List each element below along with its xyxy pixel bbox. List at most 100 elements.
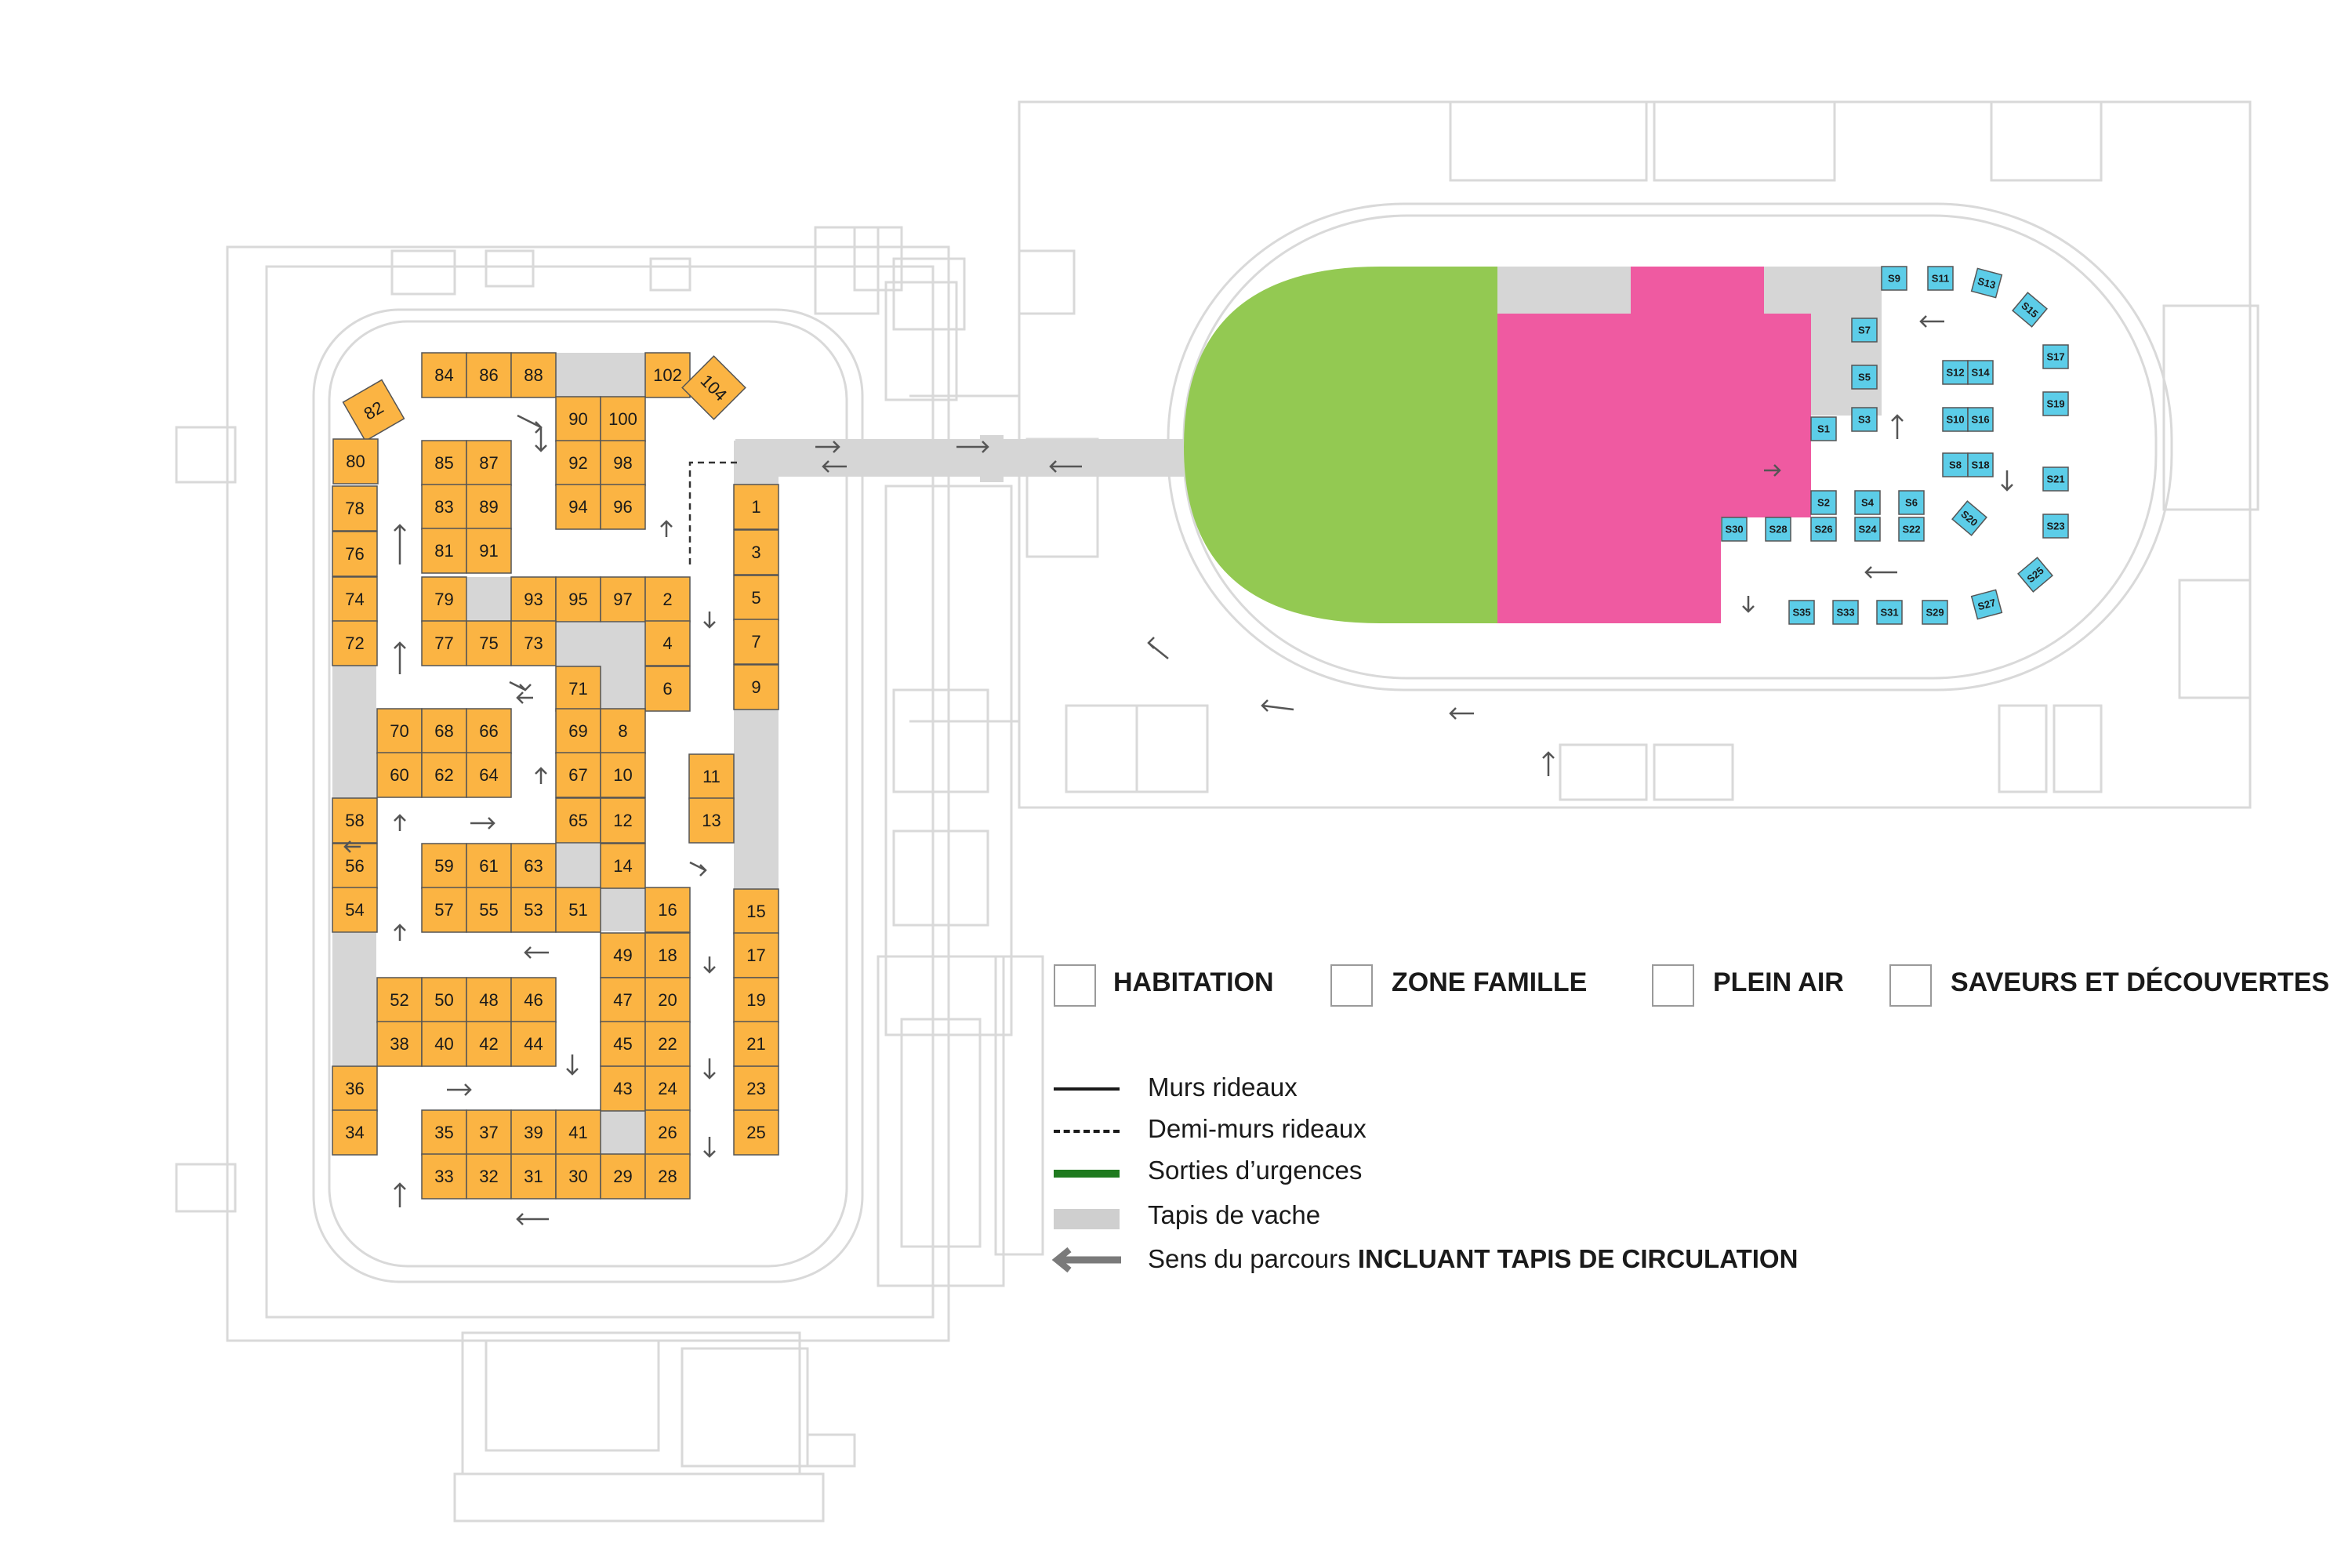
booth-94-label: 94	[568, 497, 587, 517]
booth-95: 95	[555, 576, 601, 622]
booth-87-label: 87	[479, 453, 498, 473]
booth-67-box	[555, 752, 601, 798]
booth-60: 60	[376, 752, 423, 798]
booth-14-box	[600, 843, 646, 889]
booth-s33-box	[1832, 600, 1859, 625]
booth-42-label: 42	[479, 1034, 498, 1054]
booth-38: 38	[376, 1021, 423, 1067]
booth-s22: S22	[1898, 517, 1925, 542]
booth-100-box	[600, 396, 646, 442]
booth-s15-box	[2012, 292, 2048, 328]
booth-s25-box	[2017, 557, 2053, 593]
route-arrow-head-10	[394, 924, 406, 931]
booth-15-box	[733, 888, 779, 935]
booth-77-label: 77	[434, 633, 453, 653]
booth-66: 66	[466, 708, 512, 754]
route-arrow-head-28	[1449, 707, 1457, 720]
booth-97: 97	[600, 576, 646, 622]
booth-70-label: 70	[390, 721, 408, 741]
route-arrow-head-29	[1542, 751, 1555, 759]
booth-102-box	[644, 352, 691, 398]
booth-44-box	[510, 1021, 557, 1067]
booth-12-box	[600, 797, 646, 844]
booth-s22-box	[1898, 517, 1925, 542]
booth-2-label: 2	[662, 590, 672, 609]
booth-80-box	[332, 438, 379, 485]
booth-96: 96	[600, 484, 646, 530]
booth-5-box	[733, 575, 779, 621]
booth-63: 63	[510, 843, 557, 889]
booth-50: 50	[421, 977, 467, 1023]
booth-102-label: 102	[653, 365, 682, 385]
booth-s14-box	[1967, 360, 1994, 385]
booth-71-label: 71	[568, 679, 587, 699]
booth-11-label: 11	[702, 767, 720, 786]
booth-32-label: 32	[479, 1167, 498, 1186]
booth-79-box	[421, 576, 467, 622]
booth-2: 2	[644, 576, 691, 622]
booth-84-label: 84	[434, 365, 453, 385]
route-arrow-head-1	[535, 445, 547, 452]
booth-82-box	[342, 379, 405, 442]
half-wall-dashed	[688, 461, 737, 564]
booth-3: 3	[733, 529, 779, 575]
booth-47: 47	[600, 977, 646, 1023]
booth-77-box	[421, 620, 467, 666]
booth-39: 39	[510, 1109, 557, 1156]
booth-s29-box	[1922, 600, 1948, 625]
route-arrow-27	[1261, 704, 1294, 711]
booth-s8-label: S8	[1949, 459, 1962, 471]
booth-89-label: 89	[479, 497, 498, 517]
booth-63-box	[510, 843, 557, 889]
booth-54-label: 54	[345, 900, 364, 920]
route-arrow-head-19	[703, 1150, 716, 1158]
booth-s1: S1	[1810, 416, 1837, 441]
booth-s19: S19	[2042, 391, 2069, 416]
booth-s2-box	[1810, 490, 1837, 515]
booth-s7-label: S7	[1858, 325, 1871, 336]
booth-24-box	[644, 1065, 691, 1112]
booth-42: 42	[466, 1021, 512, 1067]
booth-46-label: 46	[524, 990, 543, 1010]
booth-46: 46	[510, 977, 557, 1023]
booth-52-box	[376, 977, 423, 1023]
route-arrow-head-35	[1742, 605, 1755, 613]
booth-s16: S16	[1967, 407, 1994, 432]
route-arrow-head-25	[1049, 460, 1057, 473]
booth-55-label: 55	[479, 900, 498, 920]
booth-9-box	[733, 664, 779, 710]
booth-s19-box	[2042, 391, 2069, 416]
booth-23-label: 23	[746, 1079, 765, 1098]
booth-s26: S26	[1810, 517, 1837, 542]
route-arrow-head-33	[2001, 484, 2013, 492]
booth-48-label: 48	[479, 990, 498, 1010]
booth-40-label: 40	[434, 1034, 453, 1054]
booth-37: 37	[466, 1109, 512, 1156]
booth-38-box	[376, 1021, 423, 1067]
booth-62-label: 62	[434, 765, 453, 785]
booth-100: 100	[600, 396, 646, 442]
booth-92-label: 92	[568, 453, 587, 473]
booth-s35: S35	[1788, 600, 1815, 625]
booth-85-box	[421, 440, 467, 486]
booth-s4-box	[1854, 490, 1881, 515]
booth-s24-label: S24	[1858, 524, 1877, 535]
booth-26-box	[644, 1109, 691, 1156]
booth-91: 91	[466, 528, 512, 574]
booth-s17-label: S17	[2046, 351, 2064, 363]
booth-43-label: 43	[613, 1079, 632, 1098]
route-arrow-head-4	[519, 684, 532, 691]
booth-65-box	[555, 797, 601, 844]
booth-54-box	[332, 887, 378, 933]
booth-55: 55	[466, 887, 512, 933]
booth-95-box	[555, 576, 601, 622]
route-arrow-head-30	[1773, 464, 1781, 477]
booth-75-label: 75	[479, 633, 498, 653]
booth-2-box	[644, 576, 691, 622]
booth-47-box	[600, 977, 646, 1023]
booth-78-label: 78	[345, 499, 364, 518]
booth-35-label: 35	[434, 1123, 453, 1142]
booth-10-box	[600, 752, 646, 798]
booth-92: 92	[555, 440, 601, 486]
booth-90: 90	[555, 396, 601, 442]
